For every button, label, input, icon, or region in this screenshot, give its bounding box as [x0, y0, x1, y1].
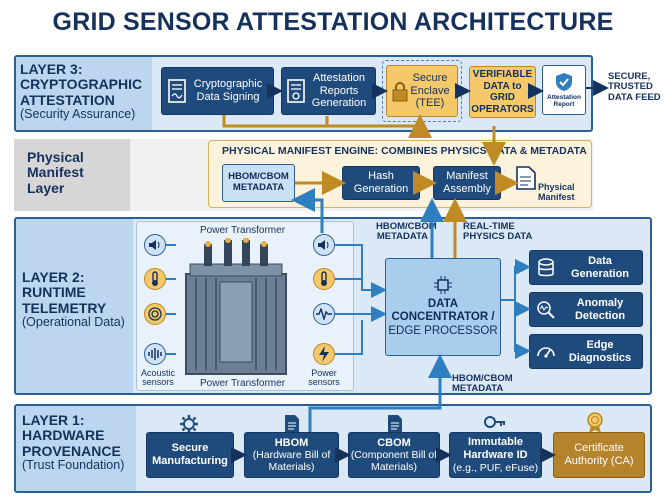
page-title: GRID SENSOR ATTESTATION ARCHITECTURE: [52, 8, 614, 36]
secure-manufacturing-box[interactable]: Secure Manufacturing: [146, 432, 234, 478]
report-doc-icon: [287, 79, 305, 103]
cbom-document-icon: [388, 415, 402, 433]
hbom-cbom-metadata-box[interactable]: HBOM/CBOM METADATA: [222, 164, 295, 202]
left-temperature-sensor: [144, 268, 166, 290]
signing-box[interactable]: Cryptographic Data Signing: [161, 67, 274, 115]
manifest-label: Physical Manifest Layer: [27, 149, 84, 196]
immutable-id-box[interactable]: Immutable Hardware ID (e.g., PUF, eFuse): [449, 432, 542, 478]
anomaly-detection-box[interactable]: Anomaly Detection: [529, 292, 643, 327]
chip-icon: [434, 276, 452, 295]
data-concentrator-box[interactable]: DATA CONCENTRATOR / EDGE PROCESSOR: [385, 258, 501, 356]
manifest-engine-title: PHYSICAL MANIFEST ENGINE: COMBINES PHYSI…: [222, 145, 587, 157]
power-sensor-icon-wrap: [313, 343, 335, 365]
manifest-label-bg: [14, 139, 130, 211]
certificate-badge-icon: [587, 412, 603, 433]
lock-icon: [392, 82, 408, 102]
realtime-physics-label: REAL-TIME PHYSICS DATA: [463, 221, 533, 243]
database-icon: [538, 257, 554, 276]
secure-enclave-box[interactable]: Secure Enclave (TEE): [386, 65, 458, 117]
transformer-bottom-label: Power Transformer: [200, 378, 286, 389]
thermometer-icon: [152, 271, 158, 286]
physical-manifest-label: Physical Manifest: [538, 182, 575, 202]
left-speaker-sensor: [144, 234, 166, 256]
manifest-assembly-box[interactable]: Manifest Assembly: [433, 166, 501, 200]
signing-doc-icon: [168, 79, 186, 103]
edge-diagnostics-box[interactable]: Edge Diagnostics: [529, 334, 643, 369]
layer2-label: LAYER 2: RUNTIME TELEMETRY (Operational …: [22, 269, 125, 330]
right-speaker-sensor: [313, 234, 335, 256]
waveform-icon: [316, 308, 332, 320]
hash-generation-box[interactable]: Hash Generation: [342, 166, 420, 200]
power-sensors-label: Power sensors: [308, 368, 340, 388]
right-waveform-sensor: [313, 303, 335, 325]
reports-box[interactable]: Attestation Reports Generation: [281, 67, 376, 115]
secure-feed-text: SECURE, TRUSTED DATA FEED: [608, 71, 661, 103]
physical-manifest-doc-icon: [516, 166, 536, 190]
vibration-rings-icon: [148, 307, 162, 321]
hbom-box[interactable]: HBOM (Hardware Bill of Materials): [244, 432, 339, 478]
transformer-illustration: [185, 238, 287, 375]
gear-icon: [180, 415, 198, 433]
speaker-icon: [149, 240, 160, 250]
layer3-label-bg: [16, 57, 152, 130]
gauge-icon: [537, 346, 555, 358]
attestation-report-card[interactable]: Attestation Report: [542, 65, 586, 115]
right-temperature-sensor: [313, 268, 335, 290]
transformer-top-label: Power Transformer: [200, 225, 286, 236]
shield-check-icon: [556, 72, 572, 91]
layer1-label-bg: [16, 406, 136, 491]
data-generation-box[interactable]: Data Generation: [529, 250, 643, 285]
speaker-icon: [318, 240, 329, 250]
layer2-label-bg: [16, 219, 133, 393]
acoustic-sensors-label: Acoustic sensors: [140, 368, 175, 388]
layer3-label: LAYER 3: CRYPTOGRAPHIC ATTESTATION (Secu…: [20, 61, 143, 122]
key-icon: [484, 416, 505, 428]
hbom-cbom-low-label: HBOM/CBOM METADATA: [452, 373, 513, 395]
certificate-authority-box[interactable]: Certificate Authority (CA): [553, 432, 645, 478]
left-vibration-sensor: [144, 303, 166, 325]
magnifier-graph-icon: [537, 300, 555, 319]
cbom-box[interactable]: CBOM (Component Bill of Materials): [348, 432, 440, 478]
hbom-cbom-up-label: HBOM/CBOM METADATA: [376, 221, 437, 243]
thermometer-icon: [321, 271, 327, 286]
layer1-label: LAYER 1: HARDWARE PROVENANCE (Trust Foun…: [22, 412, 125, 473]
lightning-bolt-icon: [319, 346, 329, 362]
sound-wave-icon: [148, 348, 162, 360]
verifiable-data-box[interactable]: VERIFIABLE DATA to GRID OPERATORS: [469, 66, 536, 118]
hbom-document-icon: [285, 415, 299, 433]
acoustic-sensor-icon-wrap: [144, 343, 166, 365]
